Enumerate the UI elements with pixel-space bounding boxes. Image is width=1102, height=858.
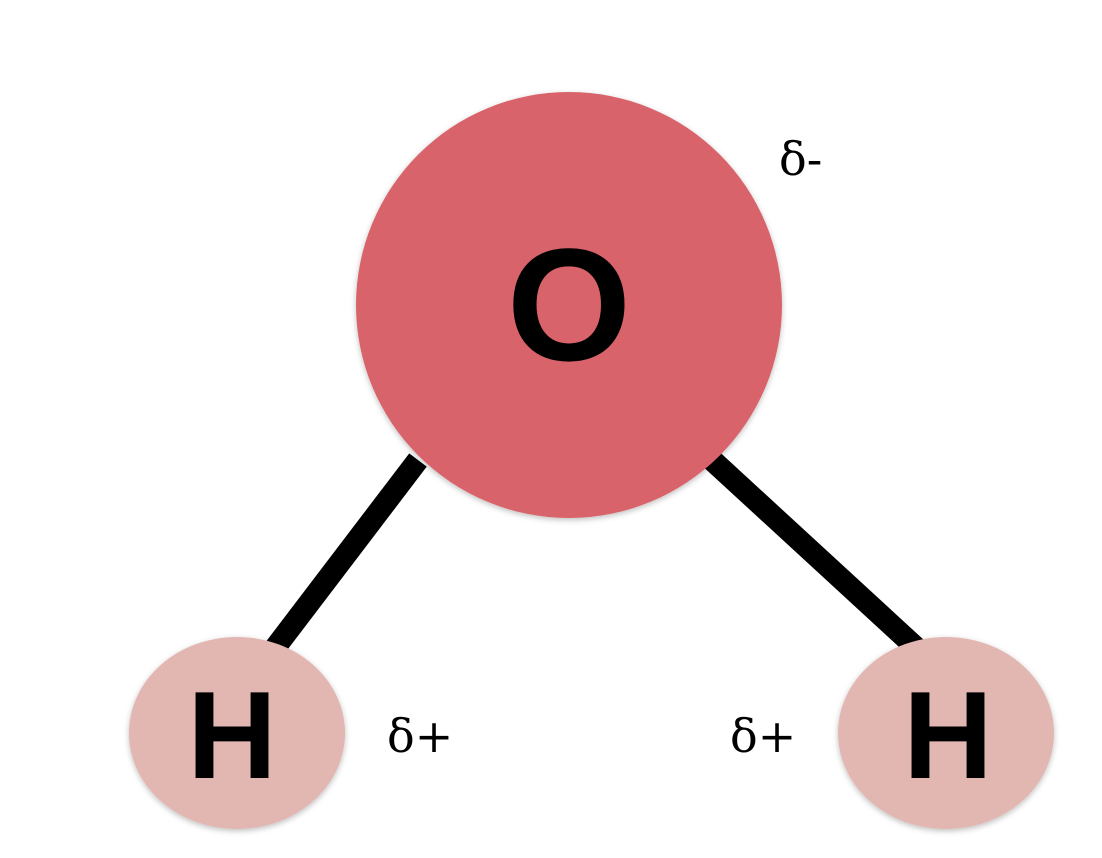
oxygen-circle <box>356 92 782 518</box>
bond-left <box>253 453 427 672</box>
oxygen-symbol: O <box>507 215 631 394</box>
oxygen-charge-label: δ- <box>779 132 822 186</box>
hydrogen-atom-left: H <box>129 637 345 829</box>
hydrogen-right-charge-label: δ+ <box>730 709 796 763</box>
hydrogen-right-symbol: H <box>903 667 993 805</box>
hydrogen-left-symbol: H <box>187 667 277 805</box>
hydrogen-right-circle <box>838 637 1054 829</box>
hydrogen-left-circle <box>129 637 345 829</box>
bond-right <box>704 451 932 664</box>
hydrogen-left-charge-label: δ+ <box>387 709 453 763</box>
hydrogen-atom-right: H <box>838 637 1054 829</box>
oxygen-atom: O <box>356 92 782 518</box>
